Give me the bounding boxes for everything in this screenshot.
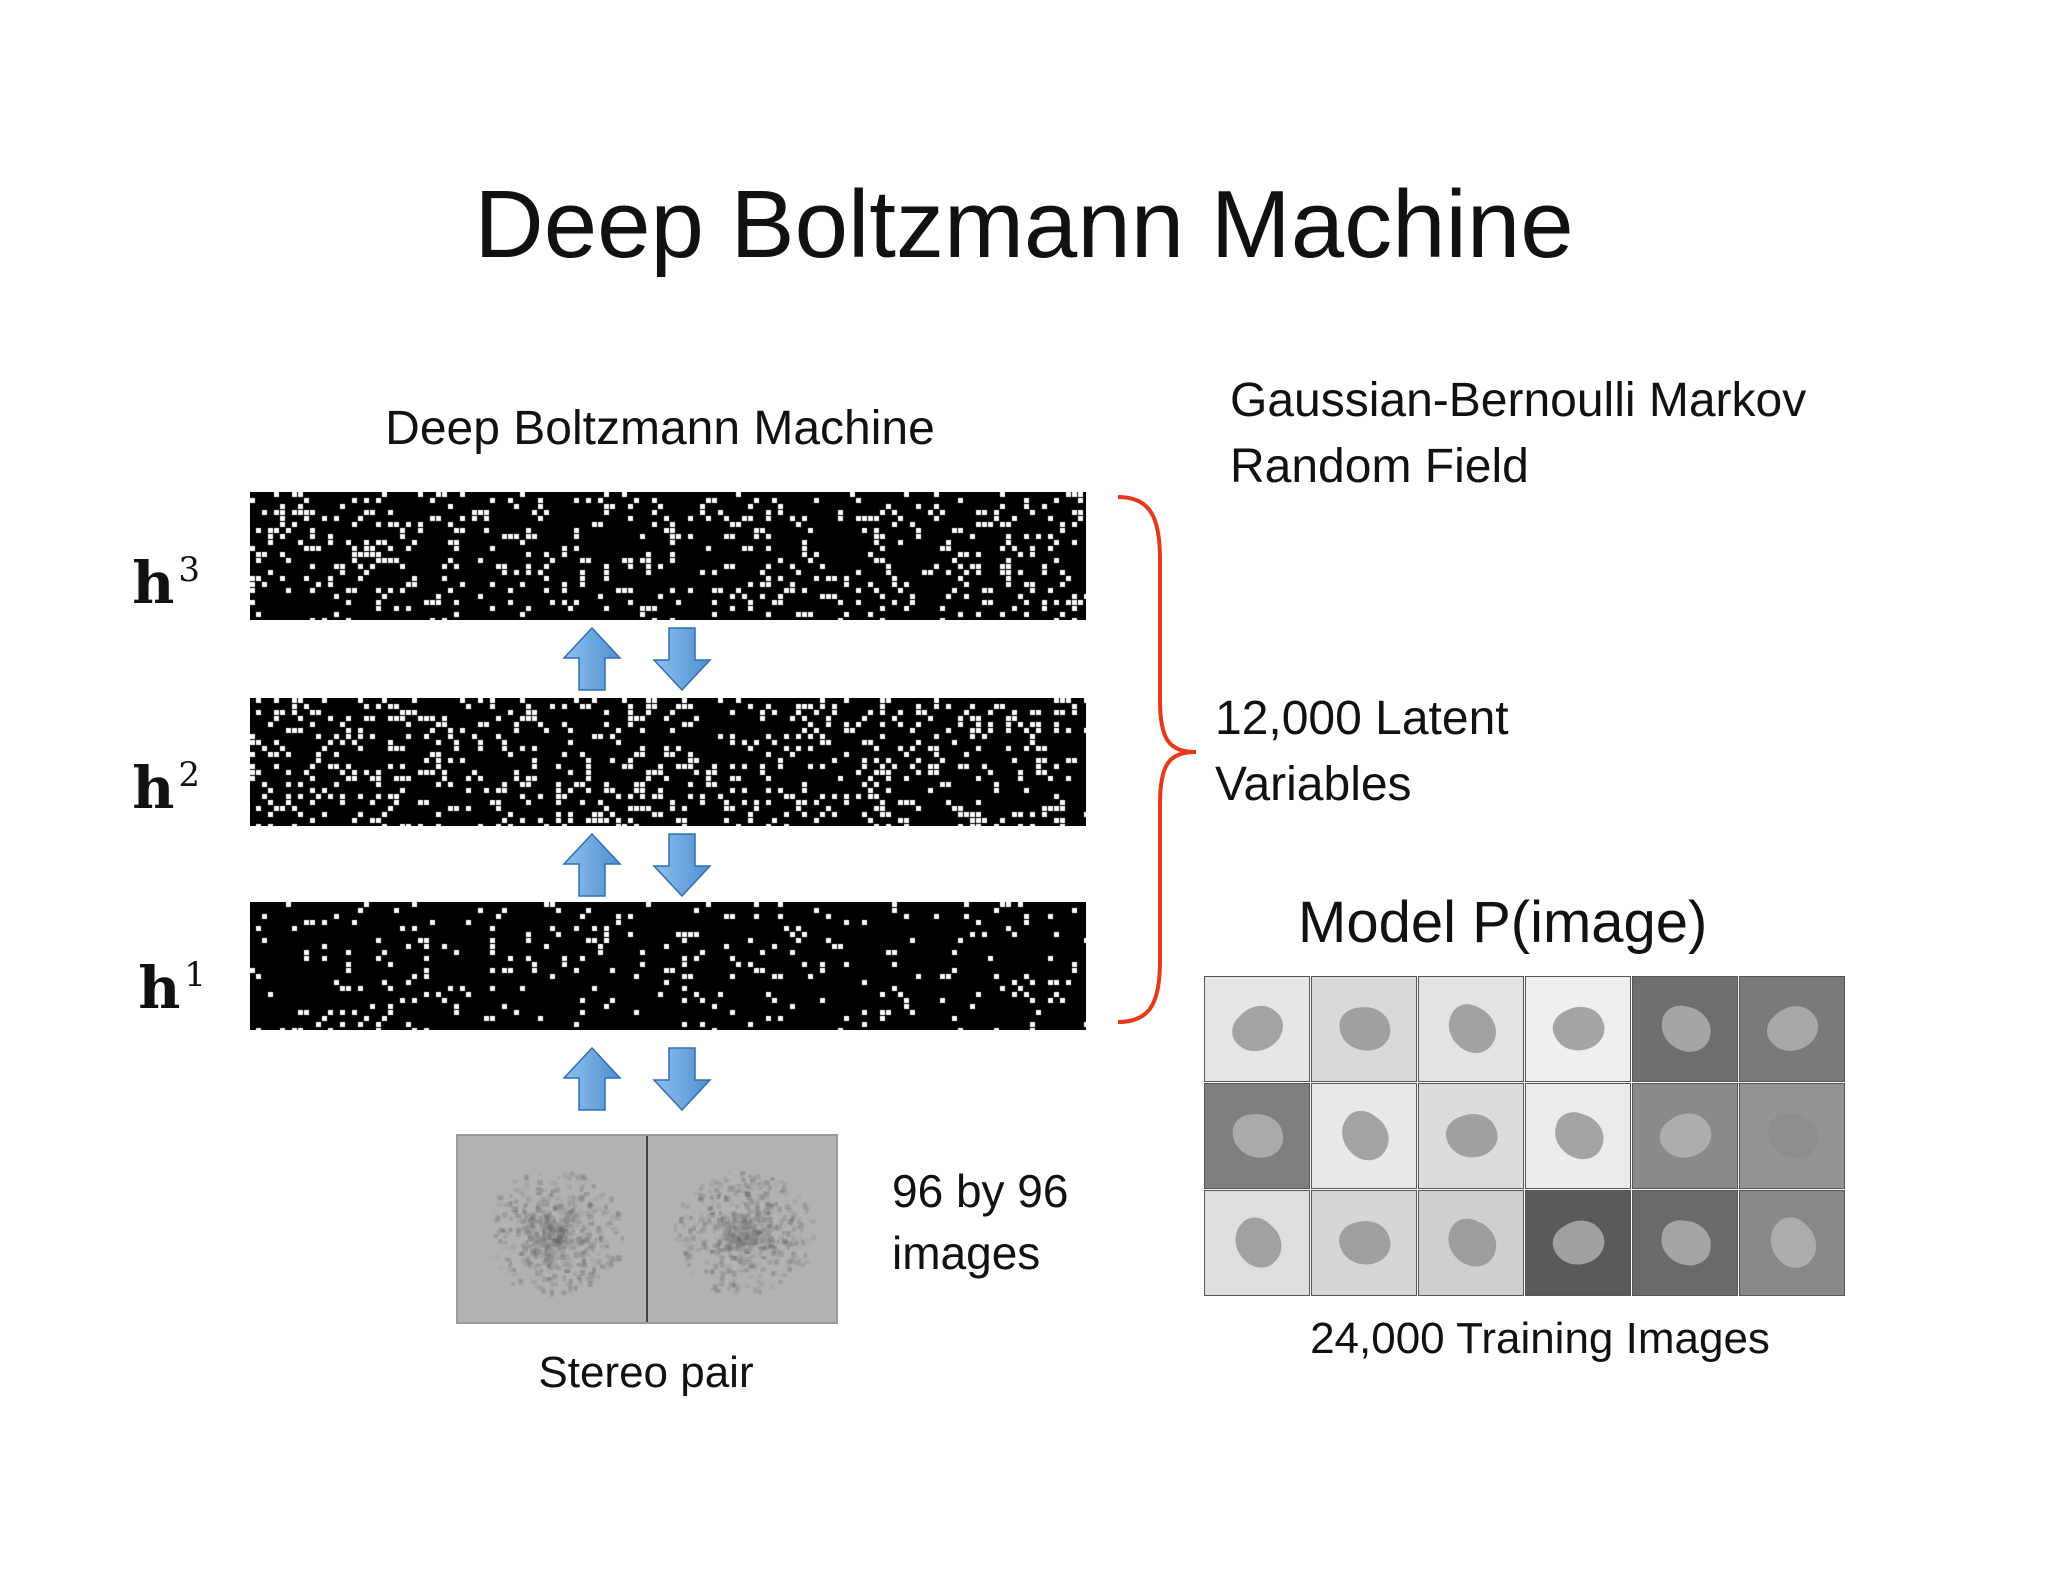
toy-object-silhouette (1759, 1209, 1827, 1277)
training-image-tile (1418, 1190, 1524, 1296)
stereo-divider (646, 1136, 648, 1322)
training-image-tile (1204, 1190, 1310, 1296)
gaussian-bernoulli-label: Gaussian-Bernoulli Markov Random Field (1230, 368, 1806, 500)
toy-object-silhouette (1656, 1001, 1716, 1057)
training-image-tile (1739, 1083, 1845, 1189)
toy-object-silhouette (1331, 1103, 1399, 1169)
layer-label-h2-sup: 2 (178, 755, 200, 795)
training-image-tile (1311, 1190, 1417, 1296)
toy-object-silhouette (1658, 1218, 1714, 1268)
up-arrow-h2-h3 (562, 626, 622, 691)
toy-object-silhouette (1439, 997, 1505, 1061)
latent-variables-label: 12,000 Latent Variables (1215, 686, 1509, 818)
toy-object-silhouette (1441, 1107, 1503, 1165)
down-arrow-h1-h2 (652, 833, 712, 898)
down-arrow-h2-h3 (652, 627, 712, 692)
toy-object-silhouette (1759, 996, 1827, 1062)
training-image-tile (1632, 976, 1738, 1082)
up-arrow-h1-h2 (562, 832, 622, 897)
toy-object-silhouette (1337, 1003, 1393, 1055)
toy-object-silhouette (1440, 1212, 1504, 1274)
layer-label-h2-base: h (132, 754, 175, 822)
toy-object-silhouette (1335, 1215, 1395, 1271)
training-image-tile (1418, 976, 1524, 1082)
toy-object-silhouette (1547, 998, 1611, 1060)
training-image-tile (1525, 976, 1631, 1082)
toy-object-silhouette (1767, 1113, 1819, 1159)
stereo-pair-image (456, 1134, 838, 1324)
hidden-layer-h2-units (250, 698, 1086, 826)
slide-title: Deep Boltzmann Machine (474, 171, 1574, 278)
training-image-tile (1632, 1083, 1738, 1189)
training-images-label: 24,000 Training Images (1310, 1314, 1770, 1363)
training-image-tile (1739, 1190, 1845, 1296)
model-label: Model P(image) (1298, 890, 1708, 955)
training-image-tile (1525, 1190, 1631, 1296)
size-line-1: 96 by 96 (892, 1165, 1069, 1217)
layer-label-h1-sup: 1 (184, 955, 206, 995)
up-arrow-visible-h1 (562, 1046, 622, 1111)
stereo-pair-label: Stereo pair (538, 1348, 754, 1397)
toy-object-silhouette (1546, 1211, 1612, 1275)
training-image-tile (1418, 1083, 1524, 1189)
training-image-tile (1525, 1083, 1631, 1189)
toy-object-silhouette (1231, 1112, 1285, 1160)
training-images-grid (1204, 976, 1845, 1296)
training-image-tile (1739, 976, 1845, 1082)
latent-line-1: 12,000 Latent (1215, 692, 1509, 745)
layer-label-h3-base: h (132, 549, 175, 617)
down-arrow-visible-h1 (652, 1047, 712, 1112)
gaussian-bernoulli-line-2: Random Field (1230, 440, 1529, 493)
training-image-tile (1311, 976, 1417, 1082)
stereo-left-image (458, 1136, 646, 1322)
size-line-2: images (892, 1227, 1041, 1279)
dbm-label: Deep Boltzmann Machine (385, 402, 935, 455)
training-image-tile (1204, 1083, 1310, 1189)
layer-label-h1-base: h (138, 954, 181, 1022)
latent-line-2: Variables (1215, 758, 1412, 811)
toy-object-silhouette (1548, 1107, 1610, 1165)
latent-brace (1117, 495, 1197, 1024)
hidden-layer-h3-units (250, 492, 1086, 620)
training-image-tile (1311, 1083, 1417, 1189)
stereo-right-image (648, 1136, 836, 1322)
toy-object-silhouette (1224, 1210, 1292, 1276)
training-image-tile (1632, 1190, 1738, 1296)
toy-object-silhouette (1652, 1103, 1720, 1169)
training-image-tile (1204, 976, 1310, 1082)
image-size-label: 96 by 96 images (892, 1160, 1068, 1284)
hidden-layer-h1-units (250, 902, 1086, 1030)
toy-object-silhouette (1224, 995, 1292, 1063)
layer-label-h3-sup: 3 (178, 550, 200, 590)
gaussian-bernoulli-line-1: Gaussian-Bernoulli Markov (1230, 374, 1807, 427)
